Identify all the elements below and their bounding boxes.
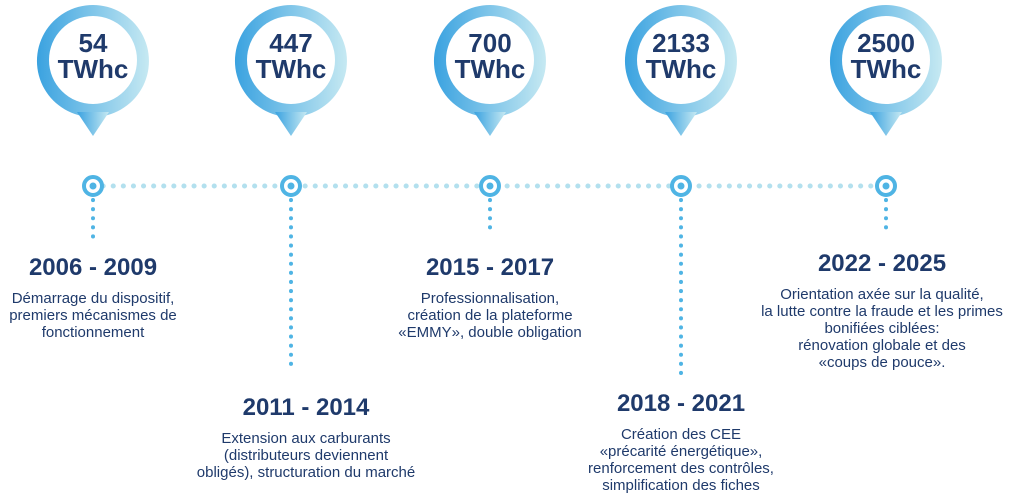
period-line: fonctionnement	[41, 324, 145, 341]
milestone-unit: TWhc	[57, 54, 129, 84]
period-description: Démarrage du dispositif, premiers mécani…	[0, 290, 186, 341]
period-description: Création des CEE «précarité énergétique»…	[570, 426, 792, 494]
milestone-unit: TWhc	[255, 54, 327, 84]
timeline-node-1	[82, 175, 104, 197]
period-years: 2006 - 2009	[28, 254, 158, 281]
period-2022-2025: 2022 - 2025 Orientation axée sur la qual…	[740, 250, 1024, 371]
milestone-value: 447	[269, 28, 313, 58]
period-years: 2011 - 2014	[242, 394, 370, 421]
milestone-value: 54	[78, 28, 108, 58]
period-2018-2021: 2018 - 2021 Création des CEE «précarité …	[570, 390, 792, 494]
map-pin-icon	[829, 5, 942, 136]
period-line: Professionnalisation,	[420, 290, 560, 307]
milestone-pin-1: 54 TWhc	[33, 0, 153, 140]
period-line: premiers mécanismes de	[9, 307, 177, 324]
milestone-unit: TWhc	[454, 54, 526, 84]
map-pin-icon	[234, 5, 347, 136]
milestone-pin-2: 447 TWhc	[231, 0, 351, 140]
period-2015-2017: 2015 - 2017 Professionnalisation, créati…	[380, 254, 600, 341]
period-line: Démarrage du dispositif,	[11, 290, 175, 307]
milestone-value: 700	[468, 28, 512, 58]
period-line: obligés), structuration du marché	[196, 464, 416, 481]
period-description: Extension aux carburants (distributeurs …	[186, 430, 426, 481]
period-line: Extension aux carburants	[221, 430, 391, 447]
milestone-unit: TWhc	[850, 54, 922, 84]
timeline-node-3	[479, 175, 501, 197]
period-description: Professionnalisation, création de la pla…	[380, 290, 600, 341]
timeline-node-2	[280, 175, 302, 197]
period-line: création de la plateforme	[407, 307, 573, 324]
milestone-value: 2500	[857, 28, 915, 58]
period-line: (distributeurs deviennent	[223, 447, 389, 464]
period-2006-2009: 2006 - 2009 Démarrage du dispositif, pre…	[0, 254, 186, 341]
period-line: la lutte contre la fraude et les primes	[761, 303, 1003, 320]
period-years: 2022 - 2025	[817, 250, 947, 277]
timeline-node-4	[670, 175, 692, 197]
period-line: «coups de pouce».	[818, 354, 946, 371]
period-line: renforcement des contrôles,	[588, 460, 774, 477]
map-pin-icon	[36, 5, 149, 136]
period-description: Orientation axée sur la qualité, la lutt…	[740, 286, 1024, 371]
period-2011-2014: 2011 - 2014 Extension aux carburants (di…	[186, 394, 426, 481]
period-line: rénovation globale et des	[798, 337, 966, 354]
period-years: 2018 - 2021	[616, 390, 746, 417]
period-line: simplification des fiches	[602, 477, 760, 494]
period-line: «précarité énergétique»,	[599, 443, 763, 460]
milestone-pin-3: 700 TWhc	[430, 0, 550, 140]
map-pin-icon	[433, 5, 546, 136]
period-line: Création des CEE	[620, 426, 742, 443]
milestone-value: 2133	[652, 28, 710, 58]
milestone-pin-4: 2133 TWhc	[621, 0, 741, 140]
period-line: bonifiées ciblées:	[824, 320, 940, 337]
period-line: Orientation axée sur la qualité,	[780, 286, 984, 303]
period-line: «EMMY», double obligation	[398, 324, 582, 341]
map-pin-icon	[624, 5, 737, 136]
milestone-unit: TWhc	[645, 54, 717, 84]
period-years: 2015 - 2017	[425, 254, 555, 281]
milestone-pin-5: 2500 TWhc	[826, 0, 946, 140]
timeline-node-5	[875, 175, 897, 197]
